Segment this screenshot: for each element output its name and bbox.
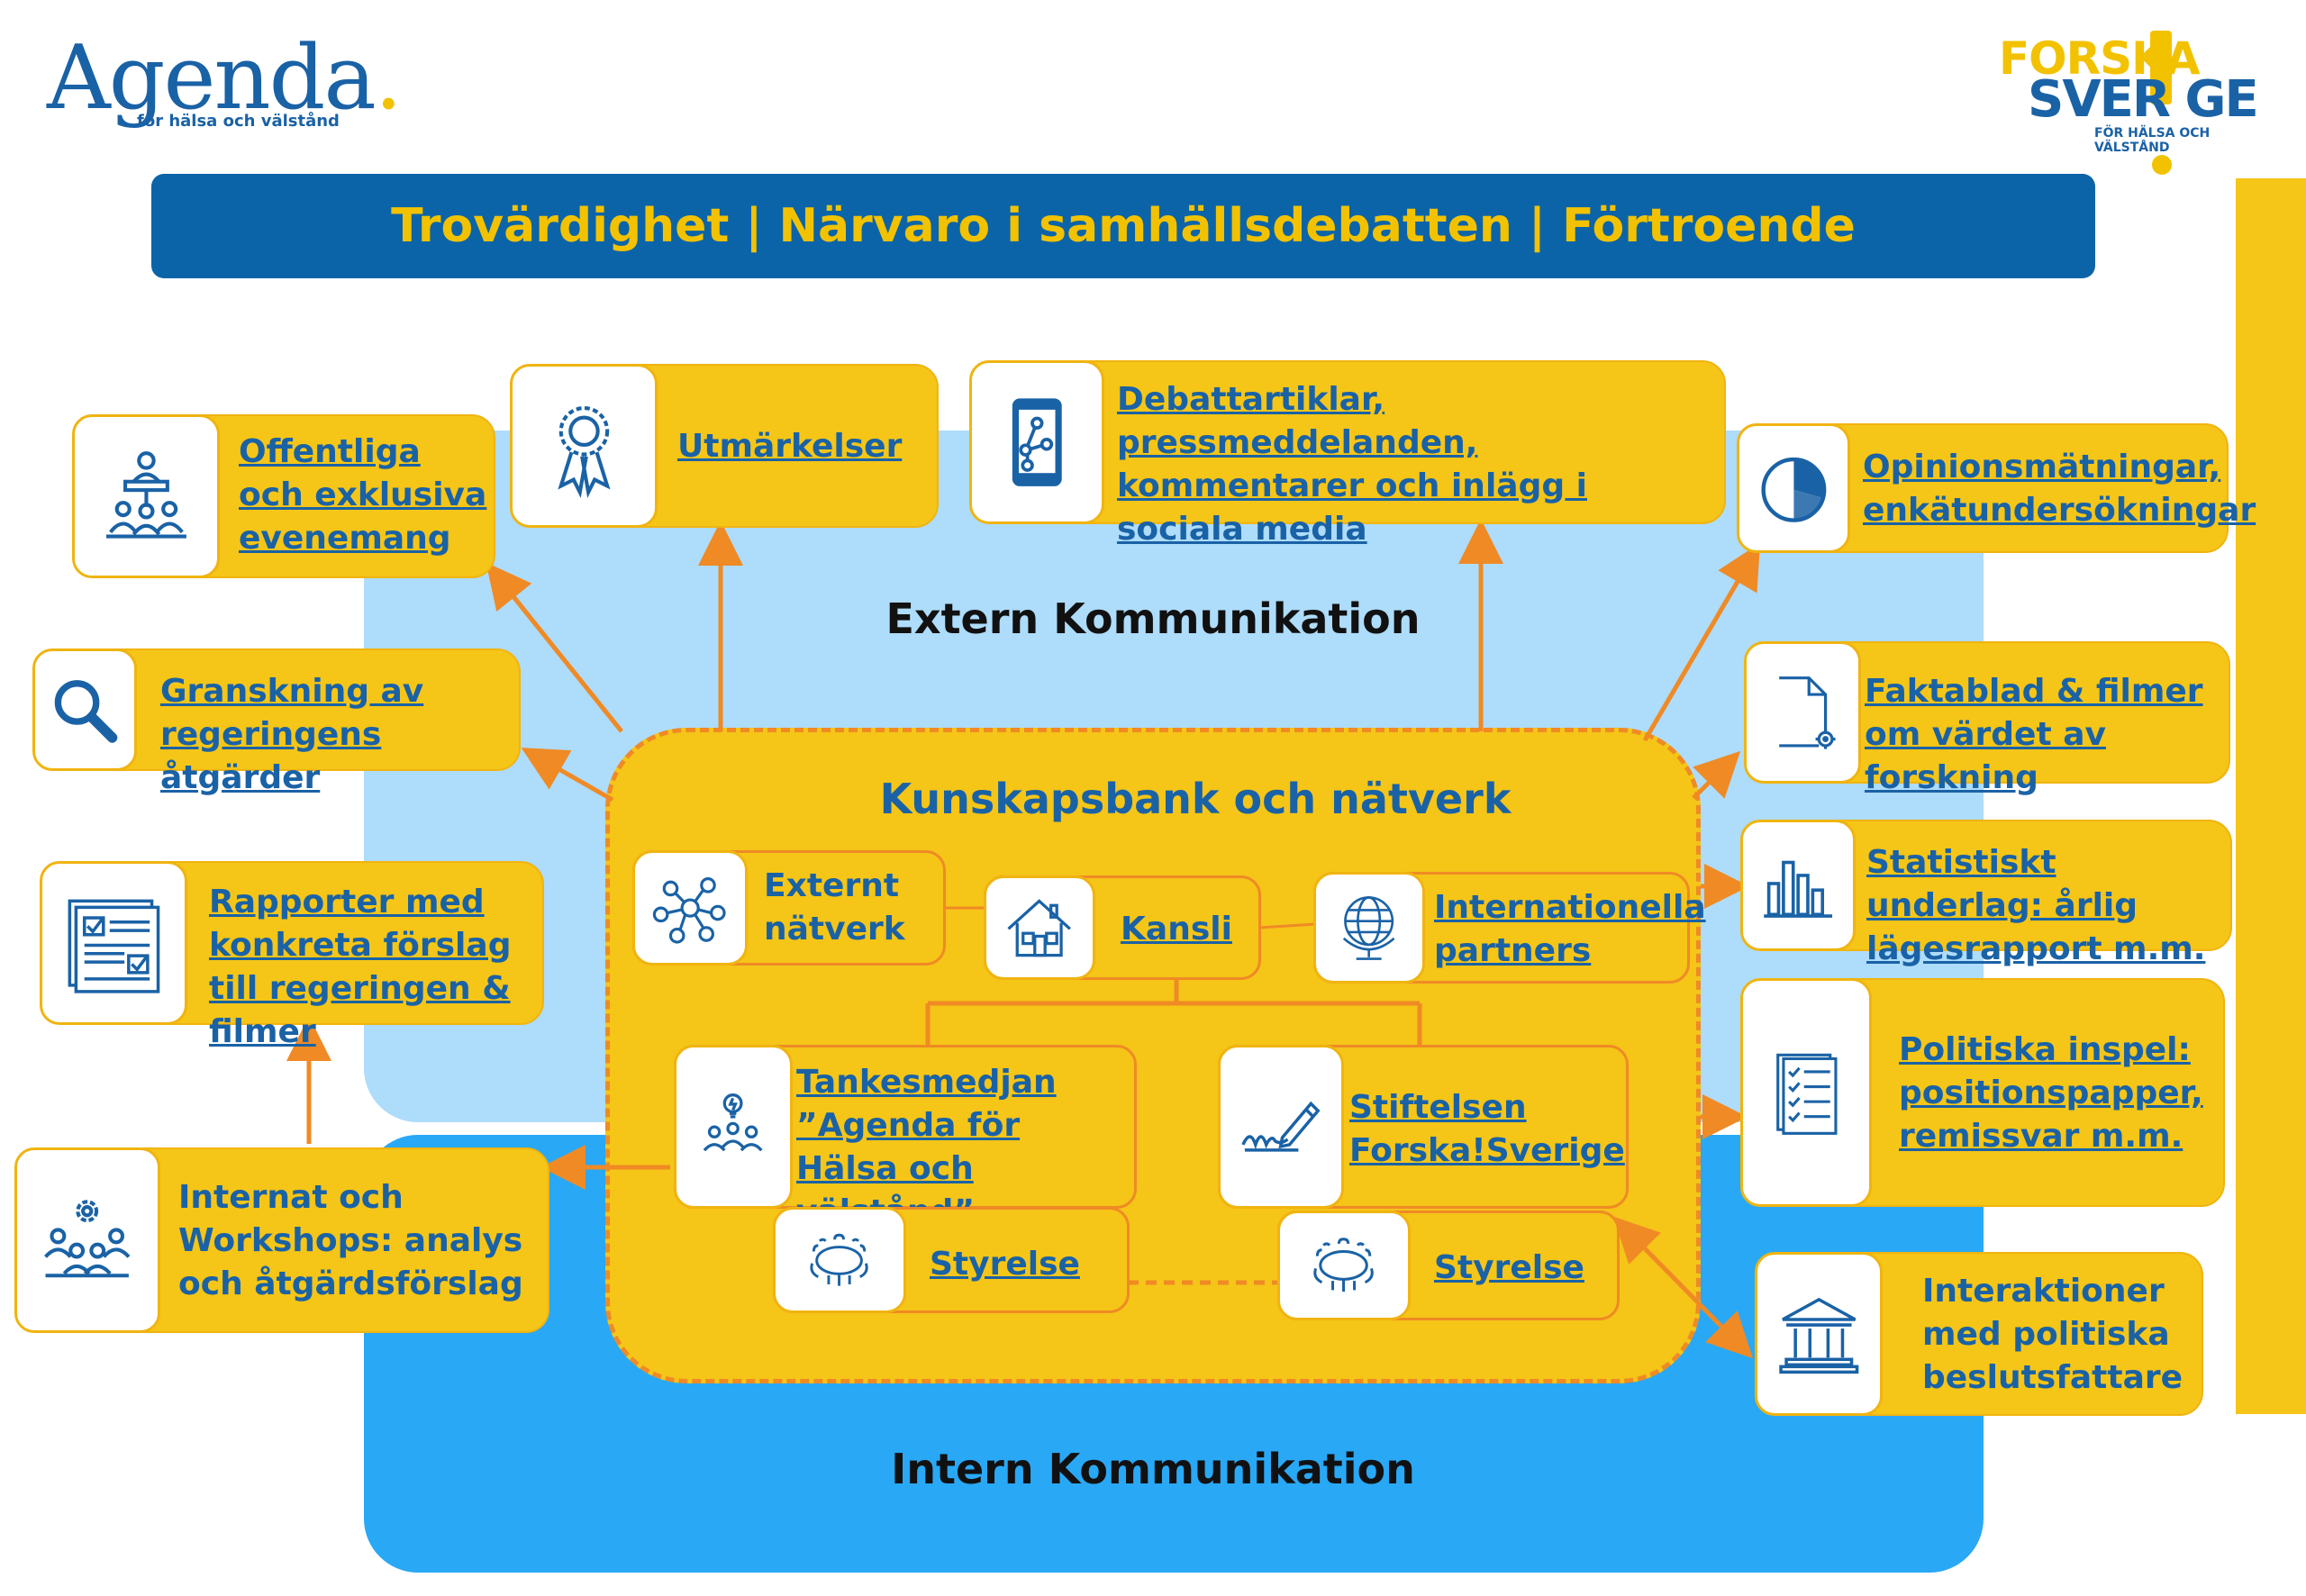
- pie-chart-icon: [1737, 423, 1850, 553]
- agenda-logo-word: Agenda: [47, 27, 377, 130]
- team-gear-icon: [14, 1147, 160, 1333]
- debatt-label[interactable]: Debattartiklar, pressmeddelanden, kommen…: [1117, 381, 1587, 548]
- kansli-label[interactable]: Kansli: [1121, 911, 1232, 948]
- utmarkelser-label[interactable]: Utmärkelser: [677, 428, 903, 465]
- agenda-logo-dot: .: [374, 27, 403, 130]
- smartphone-network-icon: [969, 360, 1104, 524]
- interaktioner-label: Interaktioner med politiska beslutsfatta…: [1922, 1273, 2183, 1396]
- core-title: Kunskapsbank och nätverk: [879, 775, 1512, 823]
- document-target-icon: [1744, 641, 1861, 784]
- styrelse-right-label[interactable]: Styrelse: [1434, 1249, 1584, 1286]
- exclamation-bar: [2150, 31, 2172, 104]
- faktablad-label[interactable]: Faktablad & filmer om värdet av forsknin…: [1865, 673, 2203, 796]
- internat-label: Internat och Workshops: analys och åtgär…: [178, 1179, 523, 1302]
- government-building-icon: [1755, 1252, 1883, 1416]
- forska-sverige-logo: FORSKA SVER GE FÖR HÄLSA OCH VÄLSTÅND: [1995, 27, 2265, 175]
- network-nodes-icon: [632, 850, 748, 966]
- granskning-label[interactable]: Granskning av regeringens åtgärder: [160, 673, 424, 796]
- intern-zone-label: Intern Kommunikation: [891, 1445, 1415, 1493]
- internationella-label[interactable]: Internationella partners: [1434, 889, 1706, 969]
- values-banner: Trovärdighet | Närvaro i samhällsdebatte…: [151, 174, 2095, 278]
- politiska-label[interactable]: Politiska inspel: positionspapper, remis…: [1899, 1031, 2203, 1155]
- extern-zone-label: Extern Kommunikation: [885, 594, 1421, 643]
- presentation-audience-icon: [72, 414, 220, 578]
- idea-team-icon: [674, 1045, 793, 1209]
- styrelse-left-label[interactable]: Styrelse: [930, 1246, 1080, 1283]
- stiftelsen-label[interactable]: Stiftelsen Forska!Sverige: [1349, 1089, 1625, 1169]
- opinion-label[interactable]: Opinionsmätningar, enkätundersökningar: [1863, 449, 2256, 529]
- clipboard-checklist-icon: [1740, 978, 1872, 1207]
- house-icon: [984, 875, 1095, 980]
- evenemang-label[interactable]: Offentliga och exklusiva evenemang: [239, 433, 487, 557]
- statistik-label[interactable]: Statistiskt underlag: årlig lägesrapport…: [1866, 844, 2206, 967]
- forska-logo-line2: SVER GE: [2028, 70, 2259, 129]
- bar-chart-icon: [1740, 820, 1856, 951]
- boardroom-table-icon: [773, 1207, 906, 1313]
- externt-natverk-label: Externt nätverk: [764, 867, 905, 948]
- magnifier-icon: [32, 648, 137, 771]
- signature-pen-icon: [1218, 1045, 1344, 1209]
- agenda-logo: Agenda. för hälsa och välstånd: [47, 34, 403, 133]
- globe-icon: [1313, 872, 1425, 984]
- rapporter-label[interactable]: Rapporter med konkreta förslag till rege…: [209, 884, 512, 1050]
- side-stripe: [2236, 178, 2306, 1414]
- report-checklist-icon: [40, 861, 187, 1025]
- boardroom-table-icon: [1277, 1211, 1411, 1320]
- exclamation-dot: [2152, 155, 2172, 175]
- agenda-logo-subtitle: för hälsa och välstånd: [137, 112, 340, 131]
- award-ribbon-icon: [510, 364, 658, 528]
- forska-logo-subtitle: FÖR HÄLSA OCH VÄLSTÅND: [2094, 126, 2211, 155]
